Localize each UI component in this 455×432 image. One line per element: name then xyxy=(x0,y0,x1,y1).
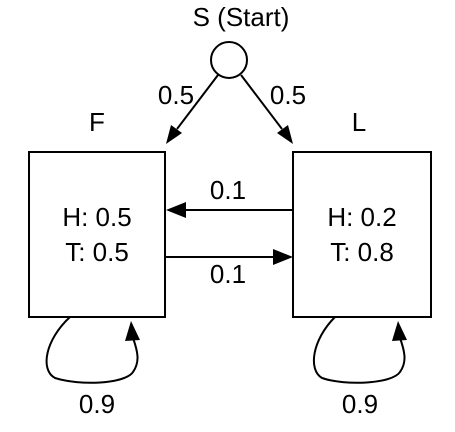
edge-fair-self-loop xyxy=(45,316,139,384)
start-node xyxy=(210,41,248,79)
prob-fair-to-loaded: 0.1 xyxy=(210,259,246,289)
arrowhead-loaded-to-fair xyxy=(166,202,186,218)
prob-start-to-loaded: 0.5 xyxy=(270,80,306,110)
arrowhead-loaded-self-loop xyxy=(392,321,407,341)
edge-loaded-self-loop xyxy=(313,316,406,384)
prob-loaded-self-loop: 0.9 xyxy=(342,389,378,419)
state-fair-name: F xyxy=(89,107,105,137)
prob-start-to-fair: 0.5 xyxy=(158,80,194,110)
edge-start-to-loaded xyxy=(240,74,283,130)
state-loaded-name: L xyxy=(352,107,366,137)
arrowhead-start-to-fair xyxy=(166,125,182,144)
state-fair-tails: T: 0.5 xyxy=(65,237,129,267)
prob-loaded-to-fair: 0.1 xyxy=(210,175,246,205)
prob-fair-self-loop: 0.9 xyxy=(79,389,115,419)
arrowhead-fair-to-loaded xyxy=(273,249,293,265)
edge-start-to-fair xyxy=(176,74,219,130)
state-loaded-tails: T: 0.8 xyxy=(330,237,394,267)
state-loaded-box xyxy=(292,151,432,318)
state-fair-heads: H: 0.5 xyxy=(62,202,131,232)
state-loaded-heads: H: 0.2 xyxy=(327,202,396,232)
start-label: S (Start) xyxy=(193,2,290,32)
arrowhead-fair-self-loop xyxy=(125,321,140,341)
arrowhead-start-to-loaded xyxy=(277,125,293,144)
state-fair-box xyxy=(28,151,166,318)
